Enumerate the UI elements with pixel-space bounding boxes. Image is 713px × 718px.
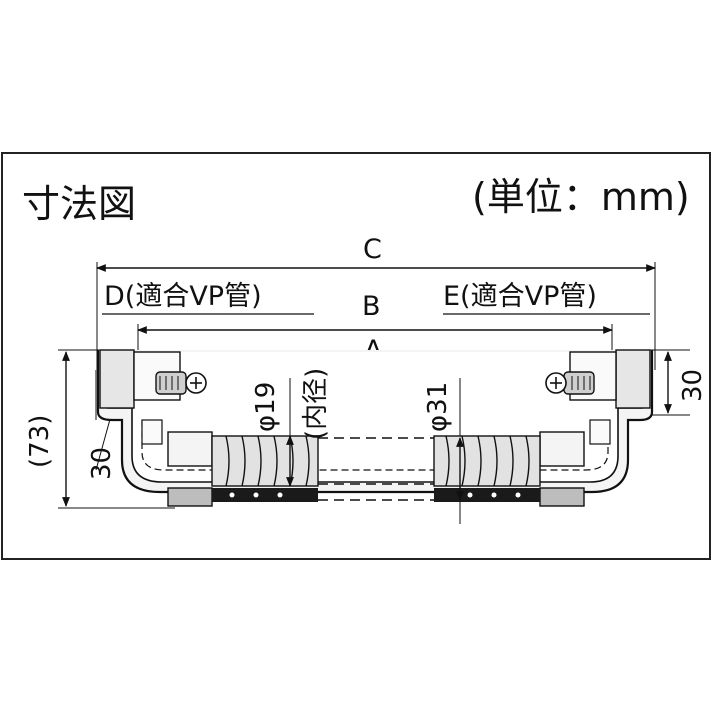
dimension-b: B: [137, 291, 613, 360]
dimension-d-label: D(適合VP管): [104, 281, 262, 312]
base-rail: [167, 487, 585, 507]
height-total-label: (73): [25, 415, 55, 468]
dimension-c-label: C: [363, 234, 382, 265]
dimension-phi-inner: φ19 (内径): [251, 368, 331, 487]
corrugated-hose-left: [211, 435, 319, 487]
right-end-fitting: [539, 349, 651, 467]
drawing-title: 寸法図: [22, 182, 136, 226]
height-left-label: 30: [87, 447, 117, 480]
dimension-e-label: E(適合VP管): [443, 281, 597, 312]
inner-note-label: (内径): [301, 368, 331, 440]
height-right-label: 30: [678, 369, 708, 402]
dimension-e: E(適合VP管): [443, 281, 650, 315]
dimension-phi-outer: φ31: [423, 378, 464, 524]
dimension-height-total: (73): [25, 349, 175, 509]
phi-inner-label: φ19: [251, 382, 281, 432]
dimension-b-label: B: [362, 291, 381, 322]
hidden-hose-middle: [318, 437, 434, 501]
dimension-d: D(適合VP管): [102, 281, 314, 315]
unit-label: (単位：mm): [472, 175, 690, 219]
phi-outer-label: φ31: [423, 382, 453, 432]
dimension-height-right: 30: [648, 349, 708, 416]
left-end-fitting: [99, 349, 213, 467]
corrugated-hose-right: [433, 435, 541, 487]
